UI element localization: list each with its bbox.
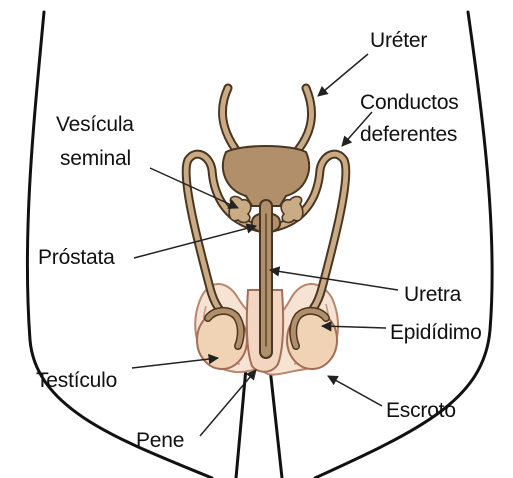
- label-conductos-line2: deferentes: [360, 122, 457, 148]
- label-uretra: Uretra: [404, 282, 461, 308]
- label-conductos-line1: Conductos: [360, 90, 459, 116]
- label-vesicula-line1: Vesícula: [56, 112, 134, 138]
- label-prostata: Próstata: [38, 245, 115, 271]
- leader-escroto: [328, 376, 382, 406]
- label-pene: Pene: [136, 428, 184, 454]
- leader-pene: [200, 370, 256, 436]
- label-vesicula-line2: seminal: [60, 146, 131, 172]
- label-testiculo: Testículo: [36, 368, 117, 394]
- label-escroto: Escroto: [386, 398, 456, 424]
- leader-uretra: [270, 270, 398, 290]
- label-ureter: Uréter: [370, 28, 427, 54]
- leader-testiculo: [132, 358, 218, 368]
- label-epididimo: Epidídimo: [390, 320, 482, 346]
- ureter-tubes: [222, 88, 311, 150]
